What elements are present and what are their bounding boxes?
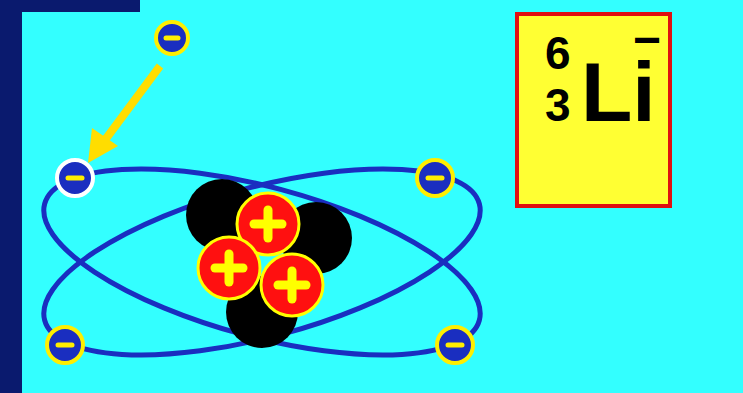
symbol-text: −: [633, 16, 661, 64]
symbol-box: 63Li−: [515, 12, 672, 208]
electrons: [47, 22, 473, 363]
symbol-text: 6: [545, 30, 571, 76]
orbit-lines: [25, 131, 498, 392]
incoming-arrow: [88, 66, 160, 163]
background-panel: [22, 12, 743, 393]
symbol-text: 3: [545, 82, 571, 128]
nucleus: [186, 179, 352, 348]
